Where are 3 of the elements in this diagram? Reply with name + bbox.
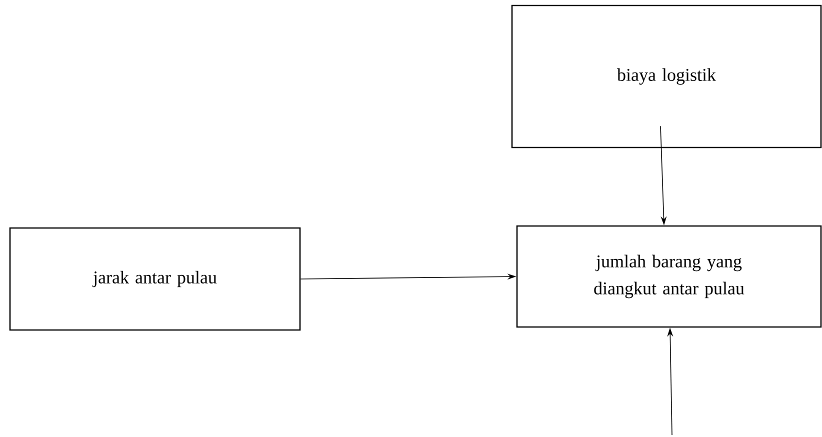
text-box: jumlah barang yang diangkut antar pulau: [516, 225, 822, 328]
text-box: jarak antar pulau: [9, 227, 301, 331]
text-box: biaya logistik: [511, 4, 822, 148]
